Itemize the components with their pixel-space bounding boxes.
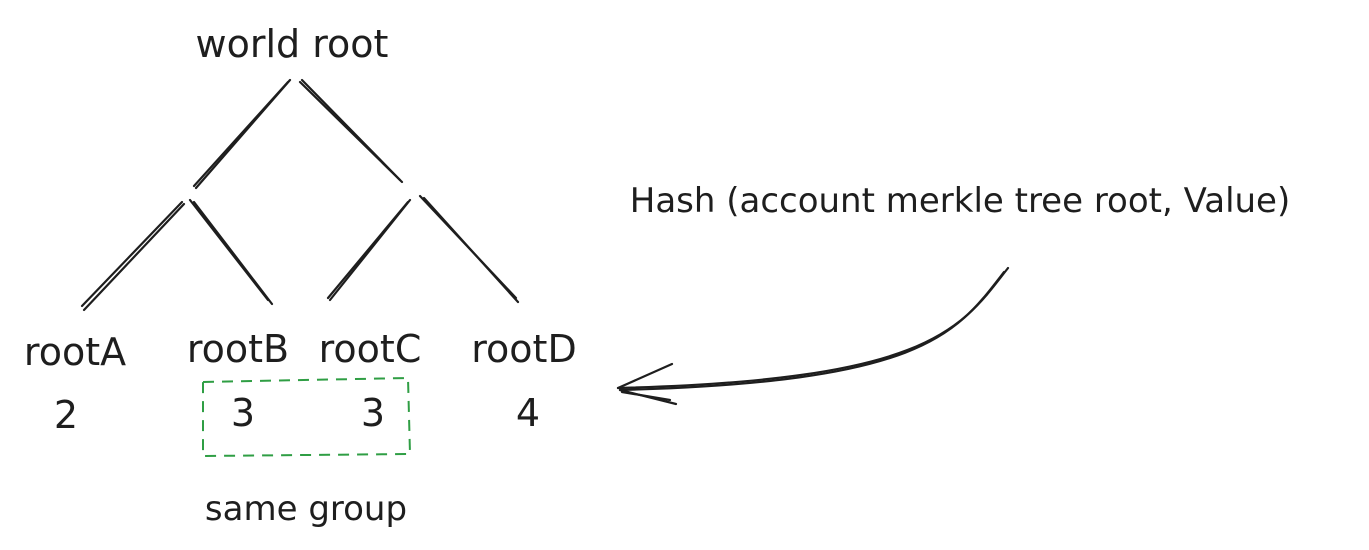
same-group-label: same group [205, 489, 407, 529]
hash-annotation: Hash (account merkle tree root, Value) [630, 181, 1291, 221]
leaf-rootB-value: 3 [231, 391, 255, 435]
same-group-box [202, 376, 412, 458]
leaf-rootA-label: rootA [24, 330, 126, 374]
annotation-arrow [616, 266, 1010, 406]
world-root-label: world root [196, 22, 389, 66]
leaf-rootC-value: 3 [361, 391, 385, 435]
edge-root-left [192, 78, 292, 190]
leaf-rootB-label: rootB [187, 327, 289, 371]
leaf-rootD-value: 4 [516, 391, 540, 435]
edge-right-rootD [418, 194, 520, 304]
leaf-rootA-value: 2 [54, 393, 78, 437]
edge-root-right [298, 78, 404, 184]
edge-right-rootC [326, 198, 412, 302]
edge-left-rootB [188, 198, 274, 306]
edge-left-rootA [80, 200, 186, 312]
leaf-rootD-label: rootD [471, 327, 576, 371]
leaf-rootC-label: rootC [319, 327, 422, 371]
